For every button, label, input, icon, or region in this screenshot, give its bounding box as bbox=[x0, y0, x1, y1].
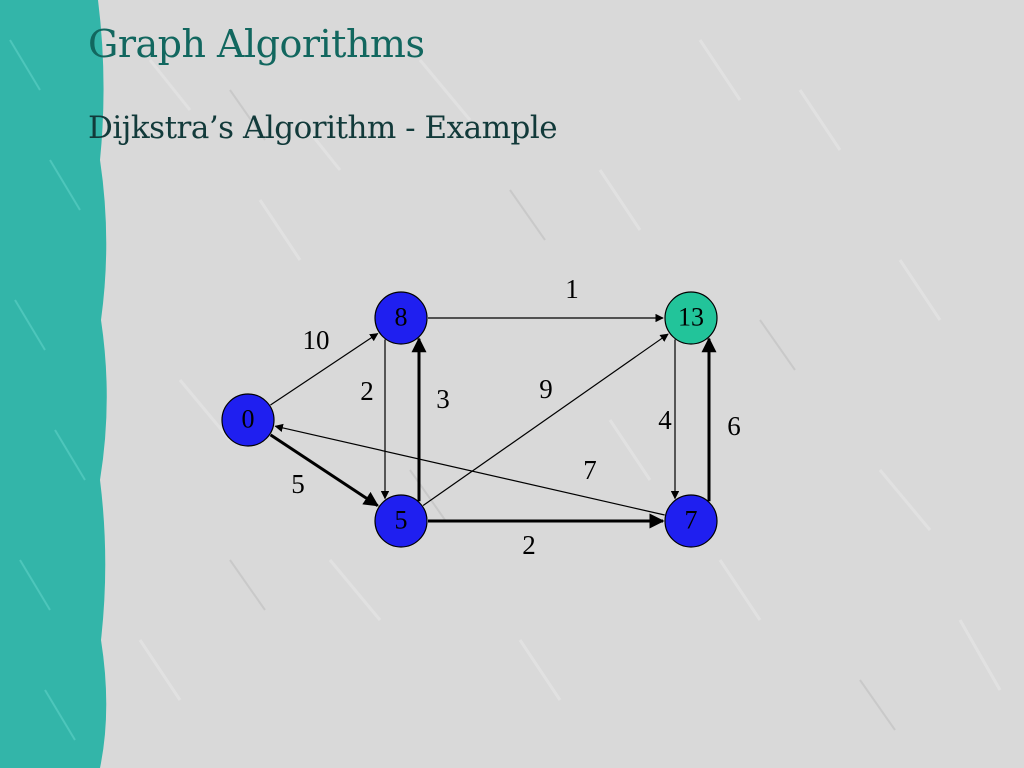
node-distance-y: 7 bbox=[685, 506, 698, 535]
edge-weight-y-v: 6 bbox=[727, 411, 741, 441]
node-u: 8 bbox=[374, 291, 428, 345]
node-circle-v bbox=[664, 291, 718, 345]
node-circle-y bbox=[664, 494, 718, 548]
slide-title: Graph Algorithms bbox=[88, 22, 425, 66]
node-circle-x bbox=[374, 494, 428, 548]
node-v: 13 bbox=[664, 291, 718, 345]
edges-layer: 10 5 1 2 3 9 2 4 6 7 bbox=[269, 274, 741, 560]
node-circle-u bbox=[374, 291, 428, 345]
edge-weight-x-u: 3 bbox=[436, 384, 450, 414]
node-s: 0 bbox=[221, 393, 275, 447]
edge-weight-x-y: 2 bbox=[522, 530, 536, 560]
node-distance-v: 13 bbox=[678, 303, 704, 332]
edge-y-s bbox=[274, 423, 665, 516]
edge-weight-u-v: 1 bbox=[565, 274, 579, 304]
nodes-layer: 0 8 13 5 7 bbox=[221, 291, 718, 548]
node-distance-s: 0 bbox=[242, 405, 255, 434]
node-x: 5 bbox=[374, 494, 428, 548]
edge-x-v bbox=[422, 333, 669, 507]
slide-subtitle: Dijkstra’s Algorithm - Example bbox=[88, 110, 558, 146]
edge-s-x bbox=[269, 433, 379, 507]
edge-weight-y-s: 7 bbox=[583, 455, 597, 485]
edge-weight-u-x: 2 bbox=[360, 376, 374, 406]
node-distance-u: 8 bbox=[395, 303, 408, 332]
edge-weight-v-y: 4 bbox=[658, 405, 672, 435]
edge-s-u bbox=[270, 333, 379, 406]
node-distance-x: 5 bbox=[395, 506, 408, 535]
edge-weight-s-u: 10 bbox=[303, 325, 330, 355]
edge-weight-x-v: 9 bbox=[539, 374, 553, 404]
node-y: 7 bbox=[664, 494, 718, 548]
node-circle-s bbox=[221, 393, 275, 447]
edge-weight-s-x: 5 bbox=[291, 469, 305, 499]
